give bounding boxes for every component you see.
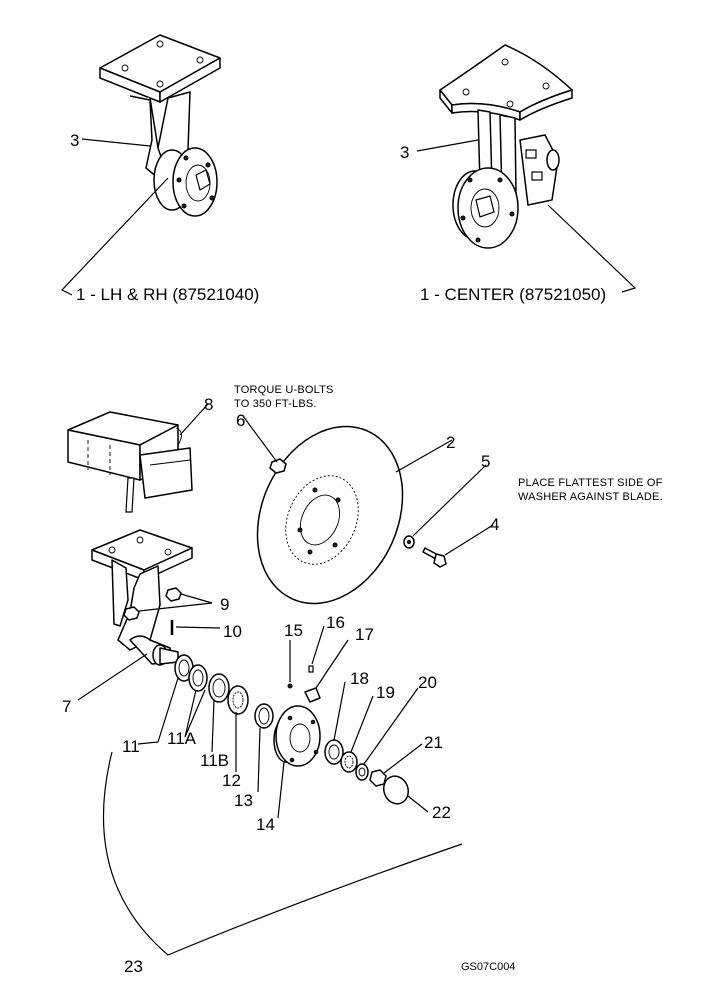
part-21-nut-drawing	[369, 769, 387, 787]
callout-11: 11	[122, 737, 140, 756]
part-13-bearing-cup-drawing	[254, 703, 274, 729]
part-22-cap-drawing	[382, 775, 410, 805]
part-9-nut-drawing	[123, 587, 182, 621]
callout-20: 20	[418, 673, 437, 692]
callout-23: 23	[124, 957, 143, 976]
callout-5: 5	[481, 452, 490, 471]
part-17-clip-drawing	[304, 687, 321, 703]
assembly-label-center: 1 - CENTER (87521050)	[420, 285, 606, 304]
callout-19: 19	[376, 683, 395, 702]
callout-22: 22	[432, 803, 451, 822]
callout-9: 9	[220, 595, 229, 614]
part-14-hub-drawing	[273, 705, 321, 767]
part-12-bearing-cone-drawing	[227, 685, 249, 715]
callout-15: 15	[284, 621, 303, 640]
part-5-washer-drawing	[403, 535, 415, 549]
part-11b-cup-drawing	[208, 673, 230, 703]
part-11a-seal-drawing	[188, 664, 208, 692]
part-23-kit-bracket	[102, 751, 463, 956]
callout-10: 10	[223, 622, 242, 641]
callout-6: 6	[236, 411, 245, 430]
part-15-fitting-drawing	[287, 683, 293, 689]
part-8-bracket-drawing	[67, 411, 193, 513]
callout-2: 2	[446, 433, 455, 452]
callout-18: 18	[350, 669, 369, 688]
washer-note-line-2: WASHER AGAINST BLADE.	[518, 491, 663, 503]
drawing-code: GS07C004	[461, 961, 515, 973]
center-hub-assembly-drawing	[439, 44, 573, 249]
callout-14: 14	[256, 815, 275, 834]
part-16-screw-drawing	[308, 665, 314, 673]
callout-17: 17	[355, 625, 374, 644]
callout-21: 21	[424, 733, 443, 752]
part-18-seal-drawing	[324, 739, 344, 765]
callout-12: 12	[222, 771, 241, 790]
callout-4: 4	[490, 515, 499, 534]
callout-8: 8	[204, 395, 213, 414]
part-20-washer-drawing	[355, 763, 369, 781]
part-7-arm-drawing	[91, 529, 193, 666]
torque-note-line-2: TO 350 FT-LBS.	[234, 398, 317, 410]
torque-note-line-1: TORQUE U-BOLTS	[234, 384, 334, 396]
lh-rh-hub-assembly-drawing	[99, 34, 221, 217]
part-2-disc-blade-drawing	[256, 425, 404, 605]
callout-11a: 11A	[167, 729, 197, 748]
callout-16: 16	[326, 613, 345, 632]
callout-3-right: 3	[400, 143, 409, 162]
callout-13: 13	[234, 791, 253, 810]
callout-7: 7	[62, 697, 71, 716]
washer-note-line-1: PLACE FLATTEST SIDE OF	[518, 477, 663, 489]
part-6-nut-drawing	[269, 458, 287, 474]
part-19-bearing-drawing	[340, 751, 358, 773]
part-4-bolt-drawing	[422, 547, 447, 568]
callout-11b: 11B	[200, 751, 229, 770]
assembly-label-lh-rh: 1 - LH & RH (87521040)	[76, 285, 259, 304]
callout-3-left: 3	[70, 131, 79, 150]
